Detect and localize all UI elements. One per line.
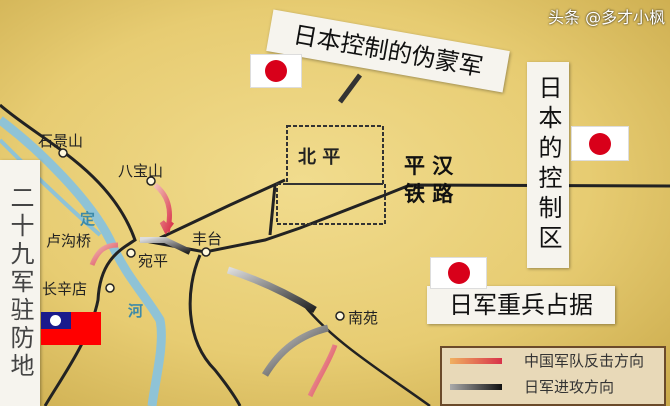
chinese-arrow-babaoshan: [153, 183, 174, 235]
japan-flag-icon: [430, 257, 487, 289]
japan-arrow-puppet: [337, 73, 363, 104]
place-wanping: 宛平: [138, 252, 169, 270]
legend-label-japan: 日军进攻方向: [524, 378, 615, 396]
place-nanyuan: 南苑: [348, 309, 379, 327]
river-label-1: 定: [80, 210, 96, 228]
japan-heavy-troops-note: 日军重兵占据: [427, 286, 615, 324]
railway-west: [0, 103, 137, 406]
outer-wall: [276, 183, 386, 225]
place-beiping: 北 平: [298, 147, 341, 168]
roc-flag-icon: [41, 312, 101, 345]
29th-army-note: 二十九军驻防地: [0, 160, 40, 406]
japan-control-zone-note: 日本的控制区: [527, 62, 569, 268]
japan-flag-icon: [250, 54, 302, 88]
chinese-arrow-lugouqiao: [89, 242, 119, 266]
japan-arrow-1: [226, 266, 317, 314]
watermark: 头条 @多才小枫: [548, 8, 666, 27]
legend-japan-arrow-icon: [450, 384, 502, 390]
railway-east: [299, 299, 431, 406]
river-branch: [0, 138, 102, 237]
railway-label-line1: 平 汉: [404, 154, 454, 178]
chinese-arrow-nanyuan: [307, 344, 338, 398]
place-lugouqiao: 卢沟桥: [46, 232, 92, 250]
place-fengtai: 丰台: [192, 230, 223, 248]
city-markers: [58, 148, 345, 321]
railway-north: [159, 178, 286, 240]
river-label-2: 河: [128, 302, 144, 320]
yongding-river: [0, 116, 166, 406]
railway-south: [188, 254, 242, 406]
legend-label-chinese: 中国军队反击方向: [524, 352, 645, 370]
japan-arrow-wanping: [140, 237, 192, 255]
place-shijingshan: 石景山: [38, 132, 84, 150]
japan-flag-icon: [571, 126, 629, 161]
pinghan-railway-label: 平 汉 铁 路: [404, 152, 453, 208]
legend: 中国军队反击方向 日军进攻方向: [440, 346, 666, 406]
japan-arrow-2: [261, 324, 329, 377]
place-babaoshan: 八宝山: [118, 162, 164, 180]
railway-label-line2: 铁 路: [404, 182, 454, 206]
legend-chinese-arrow-icon: [450, 358, 502, 364]
railway-link: [268, 184, 277, 236]
place-changxindian: 长辛店: [42, 280, 88, 298]
